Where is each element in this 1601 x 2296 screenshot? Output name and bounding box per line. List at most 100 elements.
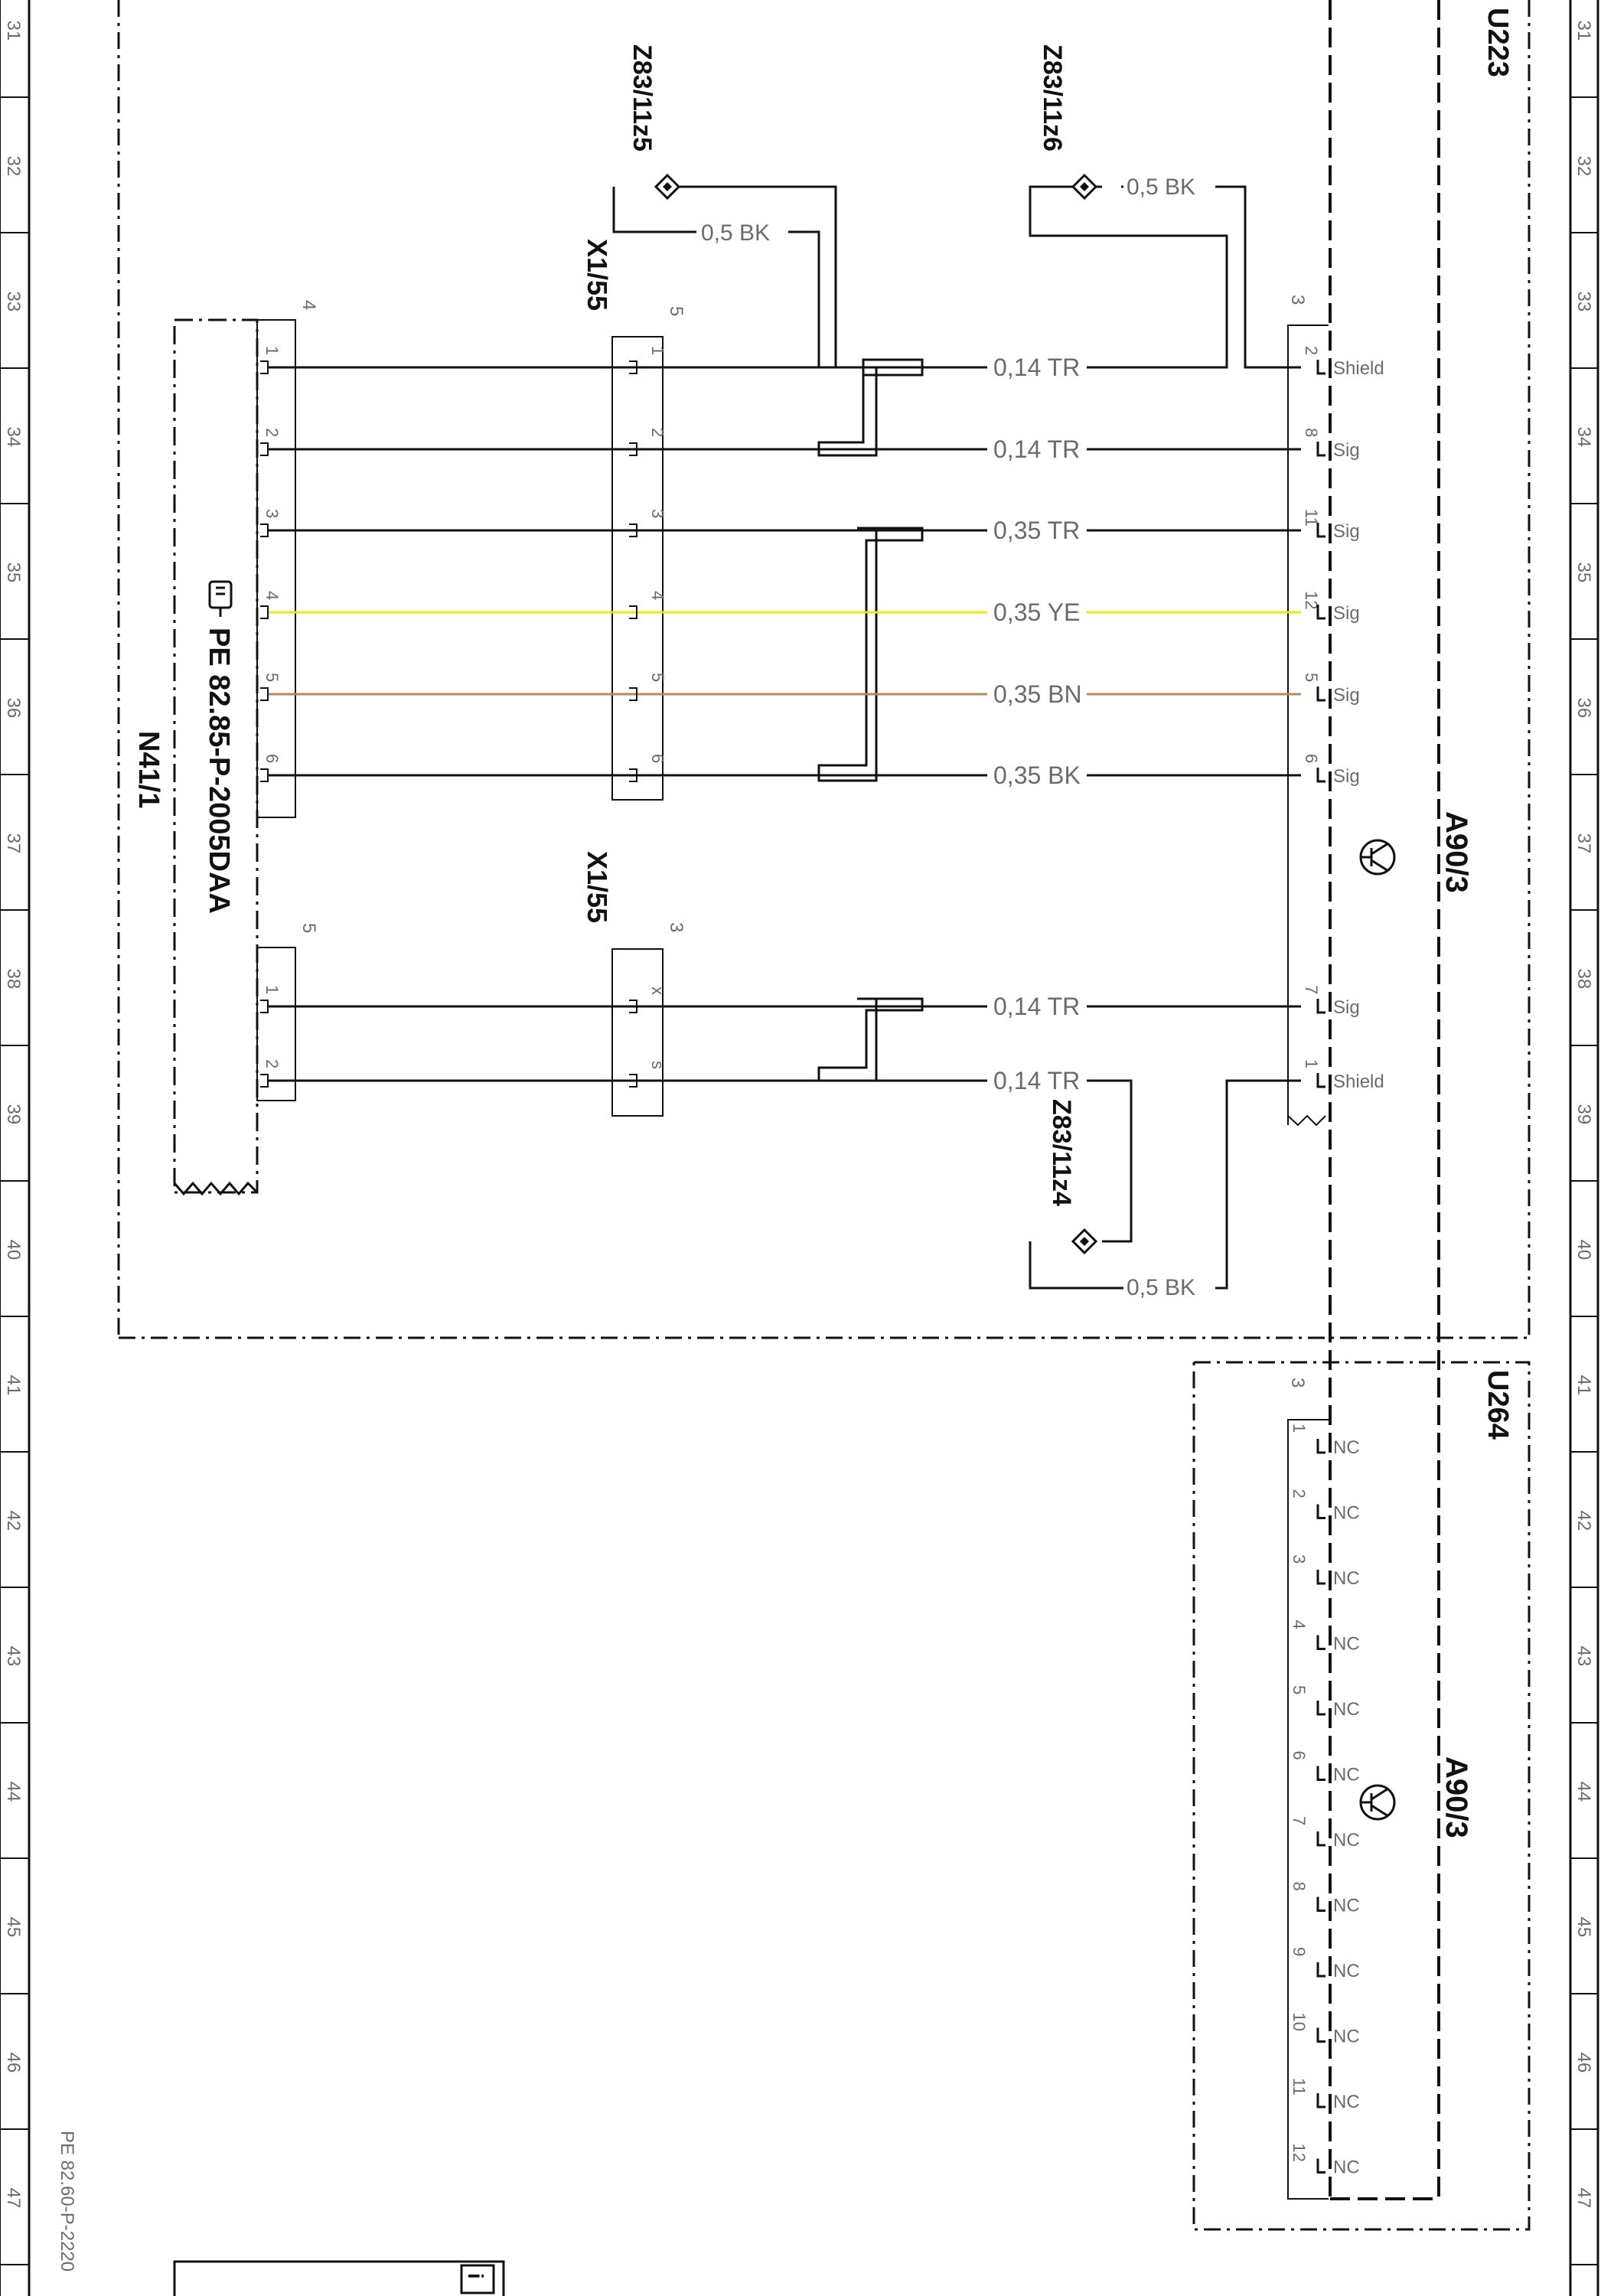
grid-row-label: 47 [3, 2188, 24, 2209]
grid-row-label: 41 [1573, 1375, 1594, 1396]
grid-row-label: 37 [3, 833, 24, 854]
u264-pin-function: NC [1333, 1568, 1360, 1589]
a90-3-bottom-group-label: 3 [1287, 1378, 1308, 1388]
pin-terminal-icon [629, 360, 637, 374]
wire-label: 0,35 BN [993, 680, 1082, 708]
pin-terminal-icon [629, 523, 637, 537]
a90-3-pin-function: Sig [1333, 997, 1360, 1018]
shield-ground-wiring [612, 185, 1288, 1290]
x1-55-b-label: X1/55 [582, 851, 613, 923]
grid-row-label: 32 [3, 156, 24, 177]
n41-1-group-b-label: 5 [298, 923, 319, 933]
grid-row-label: 35 [3, 563, 24, 583]
x1-55-pin-number: 3 [648, 509, 667, 518]
grid-row-label: 38 [3, 969, 24, 990]
u264-pin-function: NC [1333, 1503, 1360, 1524]
ground-wire-z4-label: 0,5 BK [1127, 1275, 1195, 1300]
x1-55-pin-number: 6 [648, 754, 667, 763]
a90-3-pin-number: 11 [1302, 509, 1321, 527]
pin-terminal-icon [1316, 523, 1325, 538]
n41-1-pin-number: 3 [262, 509, 282, 518]
a90-3-pin-number: 7 [1302, 985, 1321, 994]
info-box[interactable]: i [173, 2260, 505, 2296]
wire-label: 0,14 TR [993, 1067, 1080, 1094]
hand-pointer-icon [208, 580, 233, 617]
u264-pin-number: 5 [1290, 1685, 1309, 1694]
u223-boundary [117, 0, 1531, 1339]
grid-row-label: 42 [3, 1511, 24, 1531]
pin-terminal-icon [629, 1074, 637, 1088]
u264-pin-function: NC [1333, 1699, 1360, 1720]
n41-1-group-a-label: 4 [298, 300, 319, 310]
pin-terminal-icon [260, 605, 269, 619]
grid-row-label: 44 [1573, 1782, 1594, 1802]
wire-label: 0,35 BK [993, 762, 1081, 789]
grid-row-label: 41 [3, 1375, 24, 1396]
grid-row-label: 43 [1573, 1646, 1594, 1667]
x1-55-a-label: X1/55 [582, 239, 613, 311]
reference-link[interactable]: PE 82.85-P-2005DAA [203, 580, 235, 914]
u264-pin-number: 10 [1290, 2013, 1309, 2031]
a90-3-top-boundary [1329, 0, 1440, 2199]
grid-row-label: 38 [1573, 969, 1594, 990]
x1-55-b-connector [611, 948, 664, 1117]
u264-pin-function: NC [1333, 1437, 1360, 1458]
splice-z83-11z4-icon [1071, 1228, 1098, 1255]
u264-pin-function: NC [1333, 2092, 1360, 2112]
wire-label: 0,14 TR [993, 435, 1080, 463]
grid-row-label: 45 [1573, 1917, 1594, 1938]
x1-55-pin-number: 5 [648, 673, 667, 682]
pin-terminal-icon [260, 442, 269, 456]
grid-row-label: 34 [3, 427, 24, 448]
u264-label: U264 [1482, 1370, 1514, 1440]
pin-terminal-icon [1316, 2093, 1325, 2108]
wire-label: 0,14 TR [993, 354, 1080, 381]
pin-terminal-icon [1316, 687, 1325, 702]
a90-3-pin-number: 6 [1302, 754, 1321, 763]
u264-pin-function: NC [1333, 1634, 1360, 1655]
grid-row-label: 44 [3, 1782, 24, 1802]
n41-1-pin-number: 1 [262, 346, 282, 355]
twisted-pair-markers [817, 358, 924, 1082]
grid-row-label: 47 [1573, 2188, 1594, 2209]
a90-3-pin-function: Shield [1333, 358, 1384, 379]
pin-terminal-icon [629, 1000, 637, 1013]
n41-1-pin-number: 4 [262, 591, 282, 600]
grid-row-label: 42 [1573, 1511, 1594, 1531]
u264-pin-function: NC [1333, 1765, 1360, 1786]
pin-terminal-icon [260, 1000, 269, 1013]
u264-pin-number: 2 [1290, 1489, 1309, 1499]
pin-terminal-icon [1316, 2027, 1325, 2043]
footer-reference: PE 82.60-P-2220 [57, 2131, 77, 2272]
pin-terminal-icon [1316, 1570, 1325, 1585]
reference-link-text[interactable]: PE 82.85-P-2005DAA [203, 628, 235, 914]
u264-pin-number: 1 [1290, 1424, 1309, 1433]
n41-1-pin-number: 2 [262, 1059, 282, 1068]
grid-row-label: 43 [3, 1646, 24, 1667]
n41-1-pin-number: 1 [262, 985, 282, 994]
x1-55-a-connector [611, 336, 664, 801]
grid-row-label: 40 [3, 1240, 24, 1261]
x1-55-pin-number: 4 [648, 591, 667, 600]
pin-terminal-icon [260, 360, 269, 374]
grid-row-label: 35 [1573, 563, 1594, 583]
u264-pin-function: NC [1333, 2157, 1360, 2178]
u264-pin-number: 3 [1290, 1554, 1309, 1564]
pin-terminal-icon [1316, 1635, 1325, 1650]
signal-wires: 0,14 TR0,14 TR0,35 TR0,35 YE0,35 BN0,35 … [268, 354, 1301, 1094]
pin-terminal-icon [629, 442, 637, 456]
grid-row-label: 46 [1573, 2053, 1594, 2073]
pin-terminal-icon [1316, 605, 1325, 620]
a90-3-pin-function: Sig [1333, 521, 1360, 542]
pin-terminal-icon [260, 523, 269, 537]
a90-3-pin-function: Sig [1333, 440, 1360, 461]
ground-wire-z5-label: 0,5 BK [701, 220, 770, 246]
u264-pin-number: 7 [1290, 1816, 1309, 1825]
grid-row-label: 36 [1573, 698, 1594, 719]
pin-terminal-icon [260, 1074, 269, 1088]
a90-3-top-label: A90/3 [1440, 811, 1473, 893]
grid-row-label: 45 [3, 1917, 24, 1938]
